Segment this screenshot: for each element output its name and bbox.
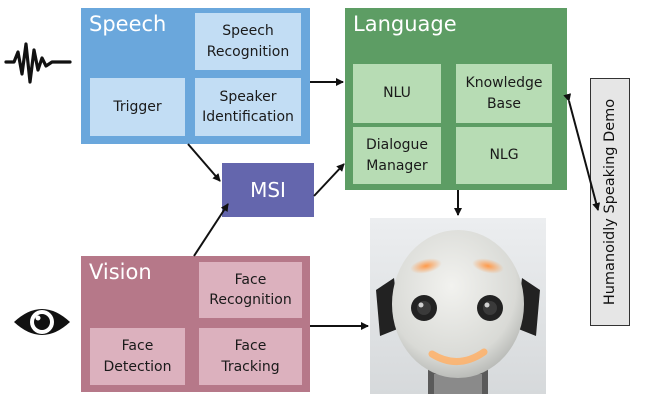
- language-title: Language: [353, 12, 457, 36]
- speaker-identification-box: Speaker Identification: [195, 78, 301, 136]
- vision-module: Vision Face Recognition Face Detection F…: [81, 256, 310, 392]
- speech-recognition-box: Speech Recognition: [195, 13, 301, 70]
- face-tracking-box: Face Tracking: [199, 328, 302, 385]
- arrow-msi-to-language: [313, 163, 345, 197]
- face-detection-box: Face Detection: [90, 328, 185, 385]
- arrow-language-demo: [563, 93, 601, 211]
- waveform-icon: [4, 42, 72, 84]
- robot-head-photo: [370, 218, 546, 394]
- msi-box: MSI: [222, 163, 314, 217]
- arrow-speech-to-msi: [187, 143, 221, 182]
- speech-module: Speech Speech Recognition Trigger Speake…: [81, 8, 310, 144]
- face-recognition-box: Face Recognition: [199, 262, 302, 318]
- nlg-box: NLG: [456, 127, 552, 184]
- dialogue-manager-box: Dialogue Manager: [353, 127, 441, 184]
- nlu-box: NLU: [353, 64, 441, 123]
- arrow-vision-to-msi: [193, 203, 229, 257]
- trigger-box: Trigger: [90, 78, 185, 136]
- eye-icon: [14, 309, 70, 335]
- speech-title: Speech: [89, 12, 167, 36]
- language-module: Language NLU Knowledge Base Dialogue Man…: [345, 8, 567, 190]
- knowledge-base-box: Knowledge Base: [456, 64, 552, 123]
- vision-title: Vision: [89, 260, 152, 284]
